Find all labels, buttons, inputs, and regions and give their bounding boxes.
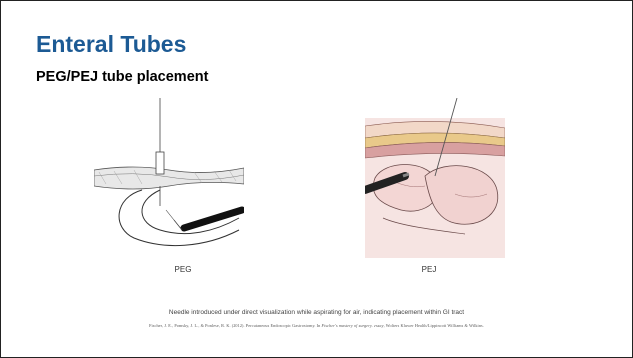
placement-note: Needle introduced under direct visualiza… <box>1 309 632 316</box>
citation: Fischer, J. E., Pomsky, J. L., & Ponlese… <box>1 323 632 328</box>
citation-text: Fischer, J. E., Pomsky, J. L., & Ponlese… <box>149 323 321 328</box>
pej-placement-illustration <box>365 98 505 258</box>
pej-caption: PEJ <box>399 265 459 274</box>
peg-placement-illustration <box>94 98 244 258</box>
citation-book-title: Fischer's mastery of surgery. essay <box>322 323 384 328</box>
peg-caption: PEG <box>153 265 213 274</box>
slide-title: Enteral Tubes <box>36 31 186 58</box>
slide-subtitle: PEG/PEJ tube placement <box>36 69 208 85</box>
citation-publisher: , Wolters Kluwer Health/Lippincott Willi… <box>384 323 484 328</box>
